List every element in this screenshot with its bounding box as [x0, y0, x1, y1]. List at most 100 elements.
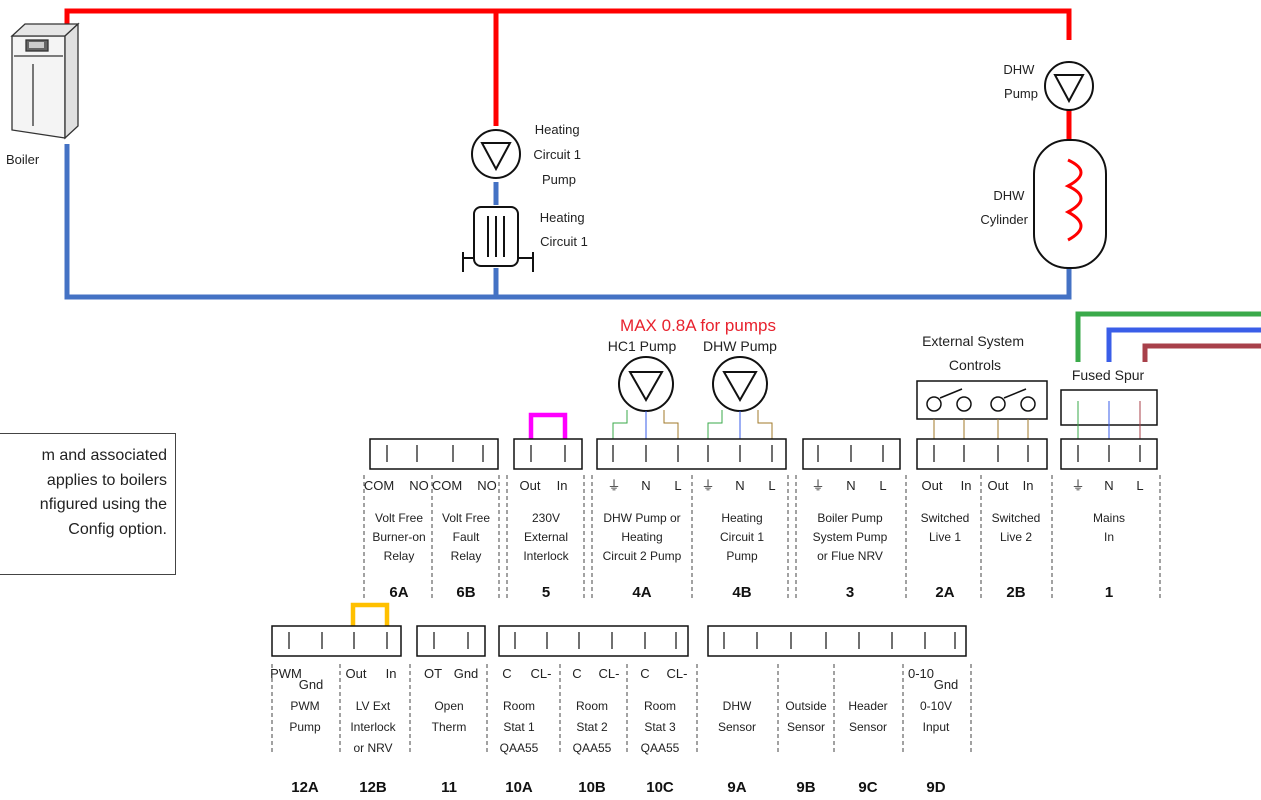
label-line: DHW [1003, 62, 1035, 77]
terminal-description: QAA55 [641, 741, 680, 755]
terminal-description: Relay [384, 549, 415, 563]
terminal-description: Live 1 [929, 530, 961, 544]
label-line: Circuit 1 [533, 147, 581, 162]
terminal-pin-label: 0-10 [908, 666, 934, 681]
radiator-icon [462, 206, 534, 272]
terminal-block [916, 438, 1048, 470]
terminal-description: Pump [289, 720, 321, 734]
dhw-cylinder-icon [1033, 139, 1107, 269]
terminal-pin-label: Gnd [299, 677, 324, 692]
note-line: applies to boilers [46, 471, 167, 489]
terminal-description: Interlock [350, 720, 396, 734]
terminal-description: Heating [621, 530, 662, 544]
terminal-9a: DHW Sensor 9A [718, 699, 756, 796]
terminal-pin-label: L [674, 478, 681, 493]
dhw-pump-label: DHW Pump [703, 338, 777, 354]
return-pipework [64, 144, 1072, 300]
terminal-id: 4A [632, 584, 651, 601]
terminal-pin-label: Out [922, 478, 943, 493]
note-line: nfigured using the [39, 496, 167, 513]
terminal-description: 0-10V [920, 699, 952, 713]
terminal-description: Relay [451, 549, 482, 563]
hc1-pump-icon [471, 129, 521, 179]
pump-wiring [612, 410, 773, 439]
terminal-pin-label: In [1023, 478, 1034, 493]
hc1-electrical-pump-icon [618, 356, 674, 412]
terminal-pin-label: L [1136, 478, 1143, 493]
terminal-id: 9D [926, 779, 945, 796]
terminal-description: Room [644, 699, 676, 713]
label-line: Pump [1004, 86, 1038, 101]
label-line: External System [922, 333, 1024, 349]
terminal-description: Burner-on [372, 530, 425, 544]
dhw-cylinder-label: DHW Cylinder [980, 188, 1028, 227]
terminal-description: QAA55 [500, 741, 539, 755]
dhw-electrical-pump-icon [712, 356, 768, 412]
terminal-description: Outside [785, 699, 827, 713]
terminal-description: DHW Pump or [603, 511, 680, 525]
terminal-description: Stat 1 [503, 720, 535, 734]
label-line: Circuit 1 [540, 234, 588, 249]
terminal-id: 9B [796, 779, 815, 796]
live-wire [757, 410, 773, 439]
terminal-block [498, 625, 689, 657]
hc1-pump-label: HC1 Pump [608, 338, 677, 354]
mains-supply-cable [1075, 311, 1261, 362]
terminal-id: 12B [359, 779, 387, 796]
terminal-pin-label: N [846, 478, 855, 493]
live-wire [663, 410, 679, 439]
terminal-id: 9A [727, 779, 746, 796]
terminal-id: 5 [542, 584, 550, 601]
terminal-description: Switched [992, 511, 1041, 525]
terminal-pin-label: COM [364, 478, 394, 493]
terminal-pin-label: N [1104, 478, 1113, 493]
terminal-description: 230V [532, 511, 560, 525]
terminal-id: 1 [1105, 584, 1113, 601]
terminal-id: 11 [441, 779, 457, 796]
terminal-description: Sensor [849, 720, 887, 734]
terminal-description: Therm [432, 720, 467, 734]
return-pipe-main [64, 144, 1072, 300]
terminal-pin-label: Out [520, 478, 541, 493]
terminal-description: Sensor [718, 720, 756, 734]
terminal-description: Mains [1093, 511, 1125, 525]
fused-spur-label: Fused Spur [1072, 367, 1145, 383]
label-line: Controls [949, 357, 1001, 373]
terminal-pin-label: In [386, 666, 397, 681]
terminal-pin-label: L [879, 478, 886, 493]
terminal-description: or NRV [353, 741, 392, 755]
terminal-description: DHW [723, 699, 752, 713]
label-line: Pump [542, 172, 576, 187]
terminal-block [271, 625, 402, 657]
flow-pipe-main [64, 8, 1072, 40]
terminal-pin-label: C [502, 666, 511, 681]
neutral-wire [1106, 327, 1261, 362]
terminal-description: Stat 3 [644, 720, 676, 734]
fused-spur-internal-wiring [1077, 401, 1141, 439]
hc1-pump-hydraulic-label: Heating Circuit 1 Pump [533, 122, 584, 187]
terminal-id: 2B [1006, 584, 1025, 601]
terminal-description: In [1104, 530, 1114, 544]
earth-wire [707, 410, 723, 439]
terminal-id: 12A [291, 779, 319, 796]
label-line: DHW [993, 188, 1025, 203]
terminal-description: Room [503, 699, 535, 713]
terminal-id: 2A [935, 584, 954, 601]
terminal-id: 10A [505, 779, 533, 796]
terminal-pin-label: CL- [531, 666, 552, 681]
terminal-pin-label: CL- [599, 666, 620, 681]
